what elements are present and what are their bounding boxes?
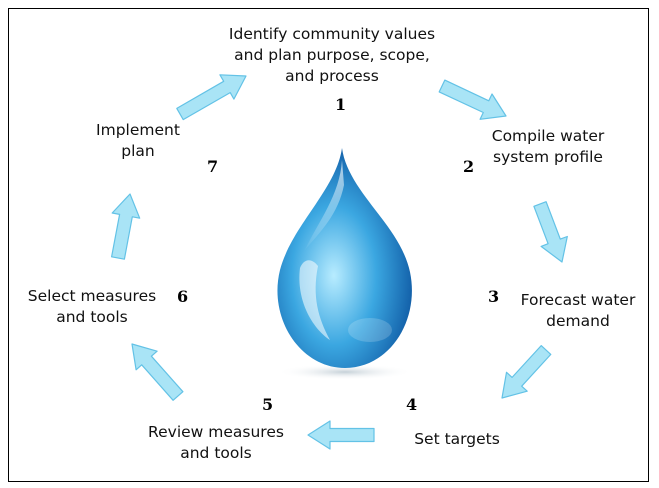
step-3-number: 3 — [488, 287, 500, 306]
step-1-label: Identify community values and plan purpo… — [228, 25, 436, 85]
arrow-icon-6 — [131, 343, 184, 401]
arrow-icon-4 — [501, 345, 552, 399]
step-3-label: Forecast water demand — [520, 291, 636, 330]
arrow-icon-5 — [307, 420, 375, 450]
step-5-number: 5 — [262, 395, 274, 414]
step-1-number: 1 — [335, 95, 347, 114]
step-2-number: 2 — [463, 157, 475, 176]
arrow-icon-1 — [176, 74, 247, 121]
drop-shadow — [277, 364, 413, 380]
arrow-icon-2 — [438, 79, 507, 120]
arrow-icon-3 — [533, 201, 568, 263]
step-4-label: Set targets — [414, 430, 500, 448]
step-4-number: 4 — [406, 395, 418, 414]
step-6-number: 6 — [177, 287, 189, 306]
step-6-label: Select measures and tools — [27, 287, 157, 326]
step-7-label: Implement plan — [96, 121, 180, 160]
water-drop-icon — [277, 148, 412, 368]
step-5-label: Review measures and tools — [148, 423, 284, 462]
step-2-label: Compile water system profile — [491, 127, 605, 166]
arrow-icon-7 — [110, 193, 141, 260]
step-7-number: 7 — [207, 157, 219, 176]
